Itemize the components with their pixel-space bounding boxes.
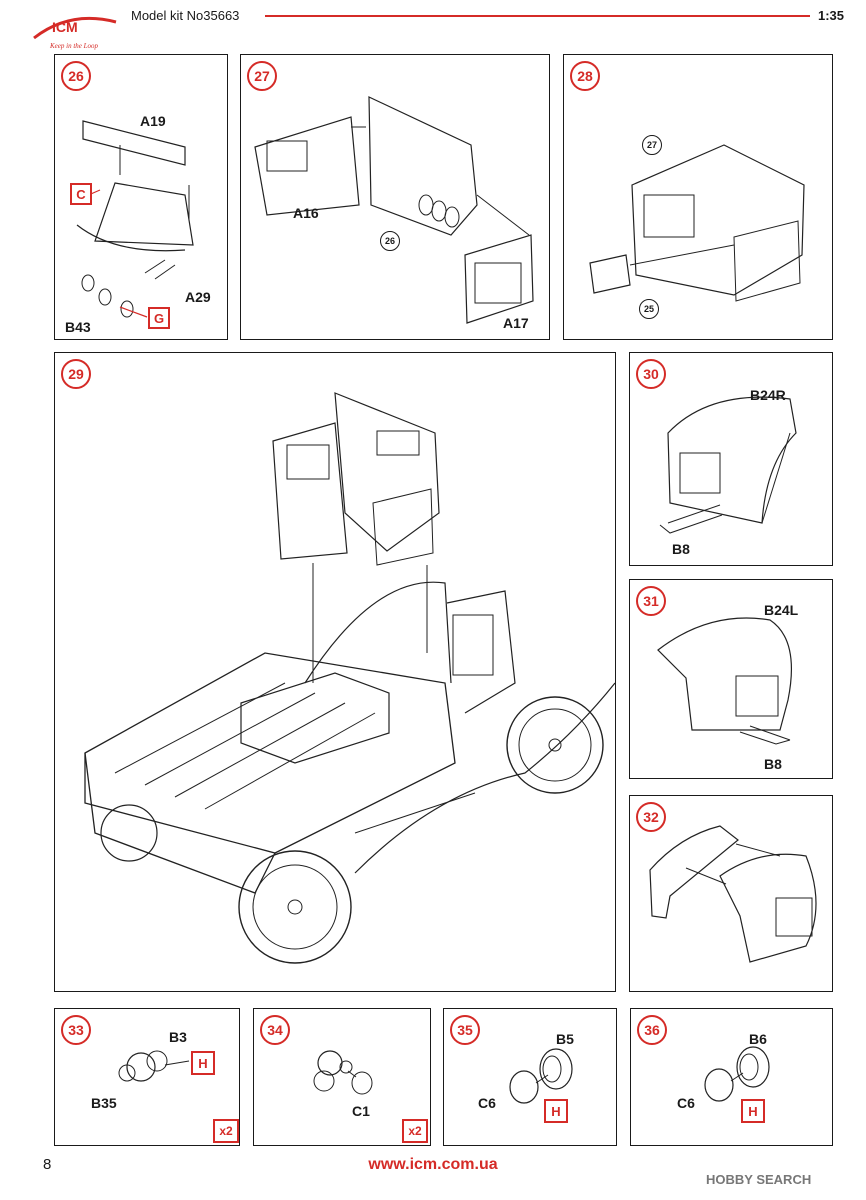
step-ref: 26: [380, 231, 400, 251]
step-number: 26: [61, 61, 91, 91]
model-kit-label: Model kit No35663: [131, 8, 240, 23]
marker-h: H: [544, 1099, 568, 1123]
part-label: B35: [91, 1095, 117, 1111]
footer-url[interactable]: www.icm.com.ua: [368, 1156, 498, 1173]
marker-h: H: [191, 1051, 215, 1075]
step-29-drawing: [84, 392, 616, 964]
step-number: 36: [637, 1015, 667, 1045]
part-label: B8: [764, 756, 782, 772]
step-number: 33: [61, 1015, 91, 1045]
brand-tagline: Keep in the Loop: [49, 42, 99, 50]
step-30-drawing: [659, 396, 797, 534]
step-28-drawing: [589, 144, 805, 302]
part-label: A16: [293, 205, 319, 221]
step-32-panel: 32: [629, 795, 833, 992]
step-27-panel: 27 A16 A17 26: [240, 54, 550, 340]
part-label: B3: [169, 1029, 187, 1045]
step-28-panel: 28 27 25: [563, 54, 833, 340]
part-label: B5: [556, 1031, 574, 1047]
step-30-panel: 30 B24R B8: [629, 352, 833, 566]
step-ref: 27: [642, 135, 662, 155]
step-31-panel: 31 B24L B8: [629, 579, 833, 779]
header-rule: [265, 15, 810, 17]
step-number: 27: [247, 61, 277, 91]
step-number: 34: [260, 1015, 290, 1045]
step-34-panel: 34 C1 x2: [253, 1008, 431, 1146]
step-36-panel: 36 B6 C6 H: [630, 1008, 833, 1146]
icm-logo: ICM Keep in the Loop: [30, 8, 120, 52]
page-number: 8: [43, 1156, 52, 1173]
multiplier: x2: [213, 1119, 239, 1143]
part-label: C1: [352, 1103, 370, 1119]
marker-c: C: [70, 183, 92, 205]
step-number: 32: [636, 802, 666, 832]
step-number: 30: [636, 359, 666, 389]
part-label: C6: [677, 1095, 695, 1111]
part-label: B43: [65, 319, 91, 335]
part-label: A29: [185, 289, 211, 305]
part-label: B6: [749, 1031, 767, 1047]
step-31-drawing: [657, 617, 793, 745]
part-label: A19: [140, 113, 166, 129]
part-label: B24L: [764, 602, 799, 618]
step-33-panel: 33 B3 B35 H x2: [54, 1008, 240, 1146]
step-33-drawing: [118, 1050, 190, 1082]
step-35-panel: 35 B5 C6 H: [443, 1008, 617, 1146]
multiplier: x2: [402, 1119, 428, 1143]
step-number: 35: [450, 1015, 480, 1045]
step-34-drawing: [313, 1050, 373, 1095]
step-32-drawing: [649, 825, 817, 963]
watermark: HOBBY SEARCH: [706, 1172, 812, 1187]
step-ref: 25: [639, 299, 659, 319]
part-label: C6: [478, 1095, 496, 1111]
step-27-drawing: [254, 96, 534, 324]
step-number: 28: [570, 61, 600, 91]
part-label: B8: [672, 541, 690, 557]
part-label: B24R: [750, 387, 786, 403]
step-35-drawing: [509, 1048, 573, 1104]
marker-g: G: [148, 307, 170, 329]
part-label: A17: [503, 315, 529, 331]
step-29-panel: 29: [54, 352, 616, 992]
brand-text: ICM: [52, 19, 78, 35]
step-number: 31: [636, 586, 666, 616]
step-36-drawing: [704, 1046, 770, 1102]
marker-h: H: [741, 1099, 765, 1123]
step-number: 29: [61, 359, 91, 389]
step-26-panel: 26 A19 A29 B43 C G: [54, 54, 228, 340]
scale-label: 1:35: [818, 8, 845, 23]
